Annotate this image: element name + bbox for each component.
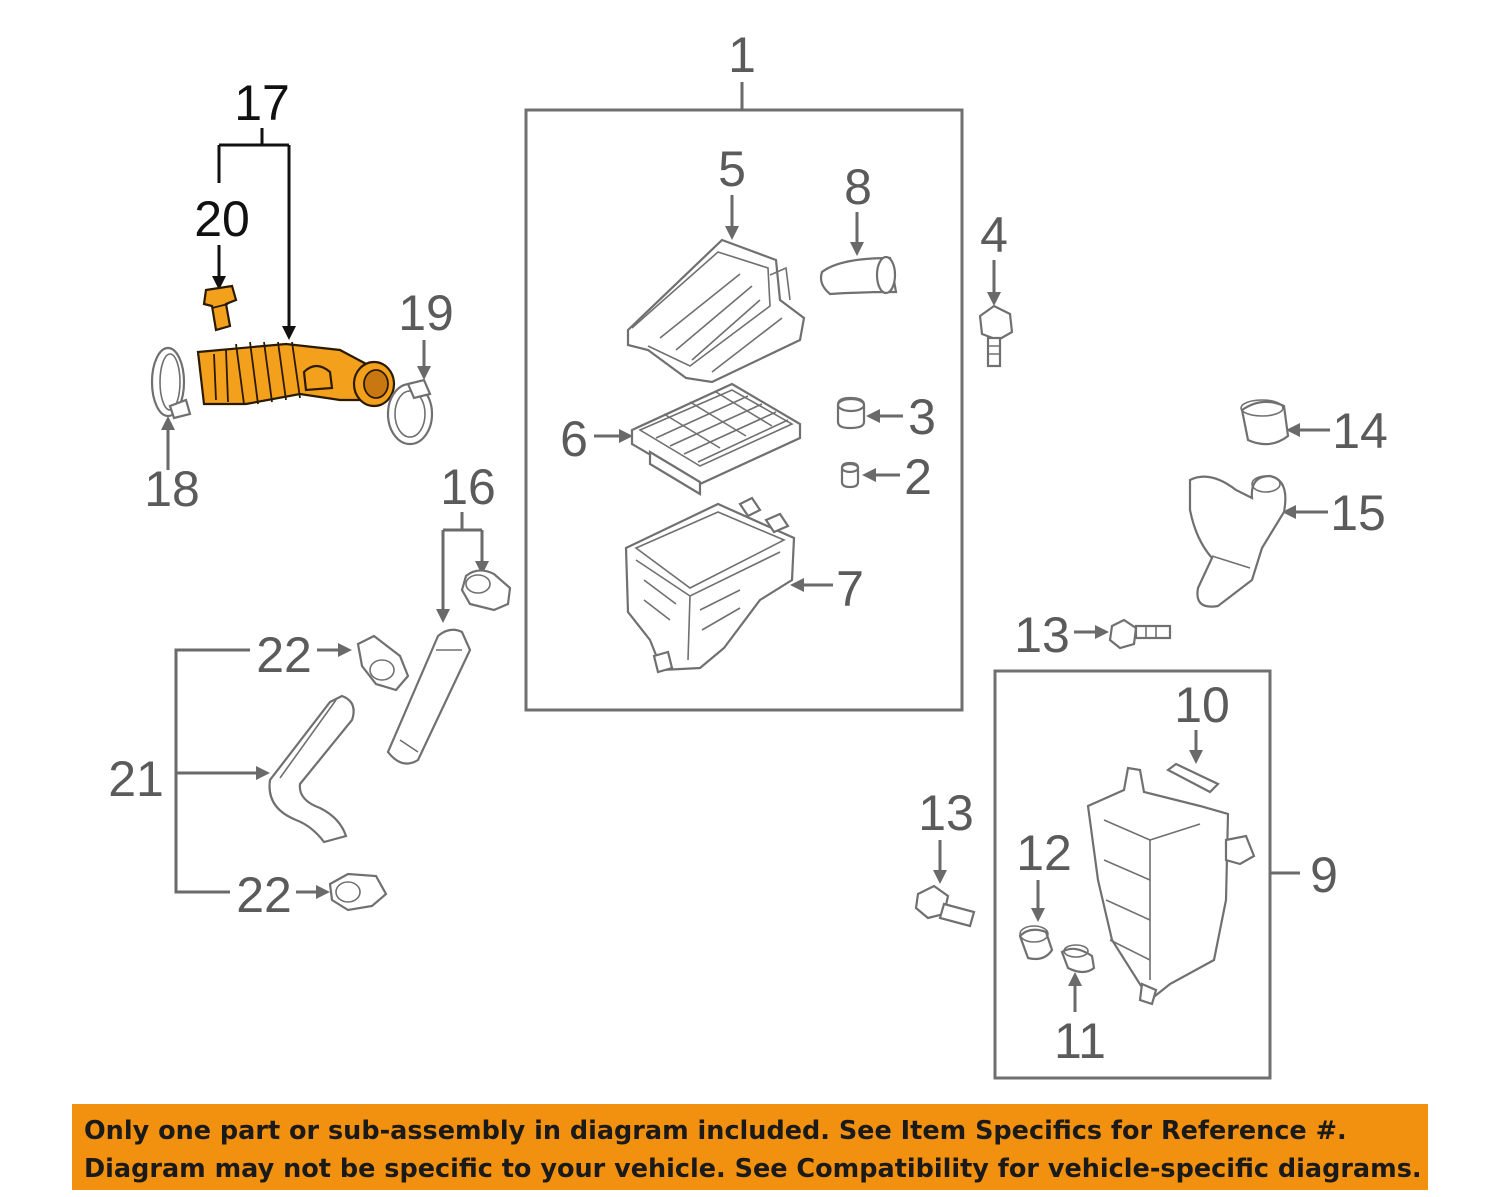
callout-20: 20: [194, 191, 250, 247]
bolt-part-13-lower: [914, 884, 976, 928]
strip-part-10: [1165, 762, 1220, 794]
leader-lines: [161, 82, 1330, 1012]
callout-17: 17: [234, 75, 290, 131]
callout-16: 16: [440, 459, 496, 515]
cap-part-12: [1018, 925, 1054, 961]
air-cleaner-assembly-box: [524, 108, 964, 712]
callout-13-lower: 13: [918, 785, 974, 841]
callout-11: 11: [1054, 1013, 1106, 1069]
callout-15: 15: [1330, 485, 1386, 541]
bolt-part-13-upper: [1108, 618, 1172, 650]
air-cleaner-lower-housing-part: [624, 496, 796, 674]
hose-clip-part-22-upper: [356, 634, 410, 692]
callout-13-upper: 13: [1014, 607, 1070, 663]
air-cleaner-cover-part: [626, 238, 806, 384]
callout-21: 21: [108, 751, 164, 807]
callout-1: 1: [728, 27, 756, 83]
callout-18: 18: [144, 461, 200, 517]
air-intake-hose-highlighted-part: [196, 284, 396, 408]
duct-adapter-part-14: [1240, 399, 1290, 446]
hose-clamp-part-18: [150, 346, 192, 420]
intake-tube-part-16: [386, 569, 512, 765]
grommet-part-11: [1060, 944, 1096, 974]
callout-8: 8: [844, 159, 872, 215]
disclaimer-line-2: Diagram may not be specific to your vehi…: [84, 1154, 1422, 1184]
hose-clamp-part-19: [386, 378, 434, 446]
air-filter-element-part: [630, 382, 802, 496]
callout-numbers: 17 20 1 5 8 4 3 2 6 7 19 18 16 22 21 22 …: [108, 27, 1388, 1069]
callout-9: 9: [1310, 847, 1338, 903]
grommet-part-2: [840, 461, 860, 489]
callout-14: 14: [1332, 403, 1388, 459]
disclaimer-banner: Only one part or sub-assembly in diagram…: [72, 1104, 1428, 1190]
callout-6: 6: [560, 411, 588, 467]
resonator-duct-part-15: [1188, 474, 1287, 608]
grommet-part-3: [836, 396, 866, 430]
callout-22-upper: 22: [256, 627, 312, 683]
callout-22-lower: 22: [236, 867, 292, 923]
callout-2: 2: [904, 449, 932, 505]
disclaimer-line-1: Only one part or sub-assembly in diagram…: [84, 1116, 1347, 1146]
callout-4: 4: [980, 207, 1008, 263]
callout-5: 5: [718, 141, 746, 197]
callout-7: 7: [836, 561, 864, 617]
hose-clip-part-22-lower: [328, 872, 388, 912]
bent-hose-part-21: [268, 694, 355, 844]
callout-10: 10: [1174, 677, 1230, 733]
air-intake-duct-part: [819, 255, 898, 296]
bolt-part-4: [978, 304, 1014, 368]
resonator-body-part-9: [1086, 766, 1256, 1006]
callout-19: 19: [398, 285, 454, 341]
callout-3: 3: [908, 389, 936, 445]
callout-12: 12: [1016, 825, 1072, 881]
